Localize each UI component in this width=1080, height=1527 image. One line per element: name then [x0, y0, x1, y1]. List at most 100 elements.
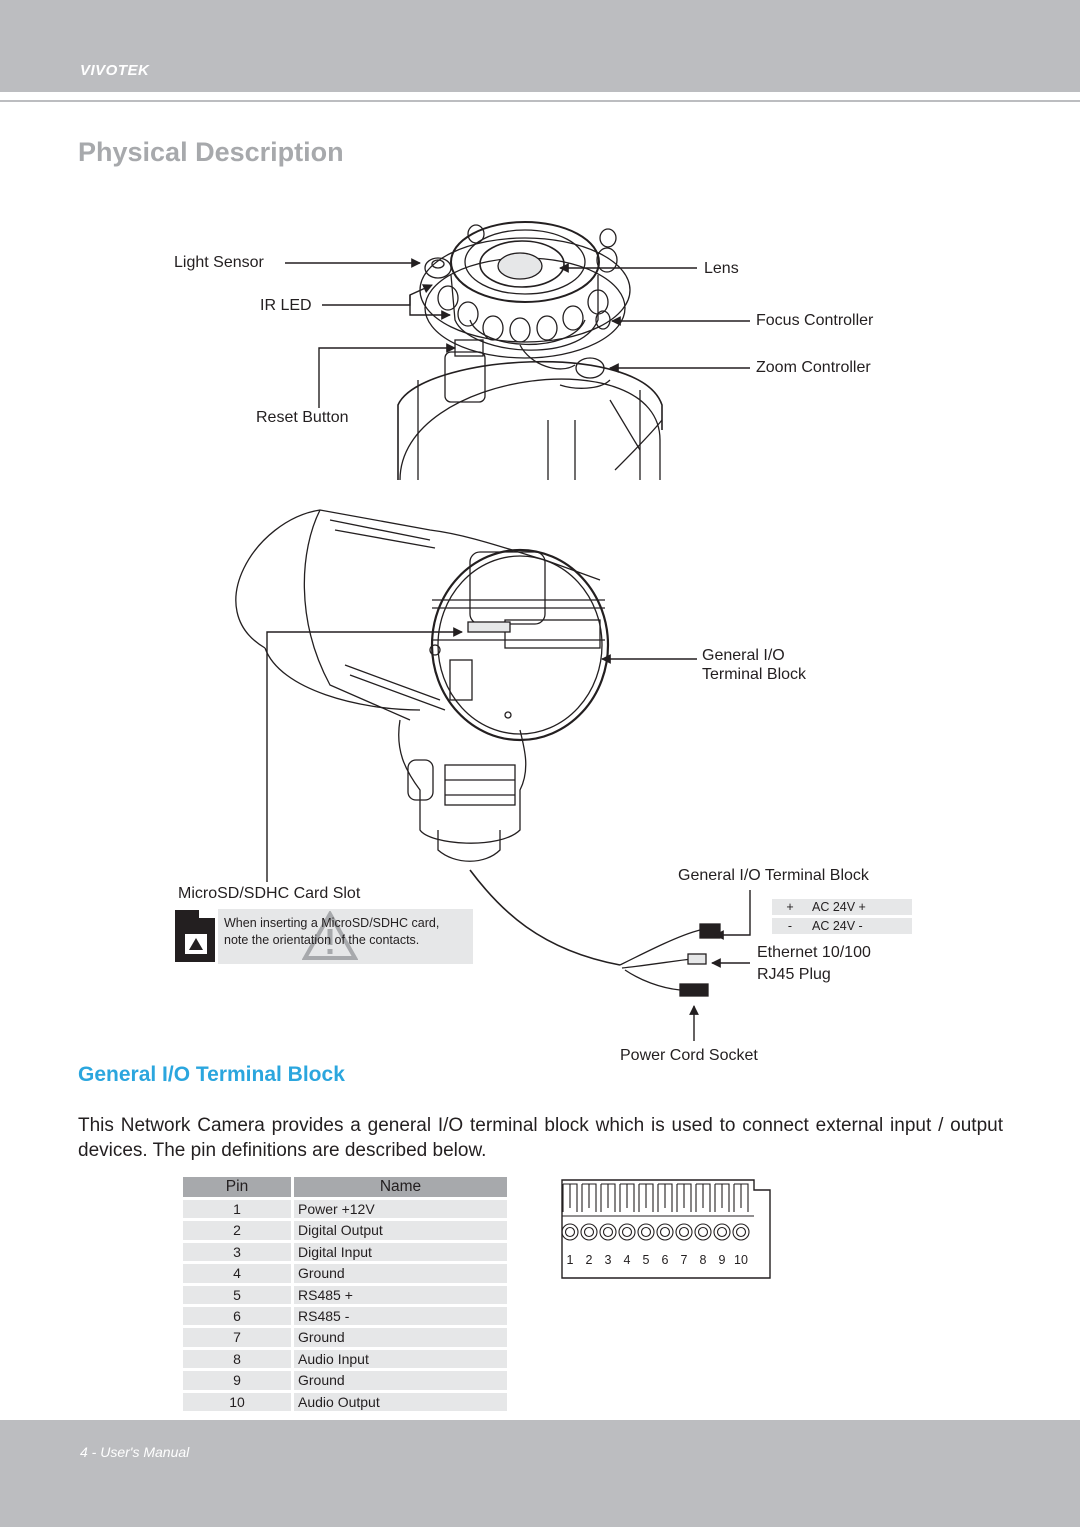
name-cell: Ground: [294, 1264, 507, 1283]
terminal-pin-number: 1: [567, 1253, 574, 1267]
header-band: [0, 0, 1080, 92]
terminal-pin-number: 4: [624, 1253, 631, 1267]
terminal-screw: [580, 1223, 598, 1241]
page-title: Physical Description: [78, 137, 344, 167]
terminal-slot: [619, 1183, 635, 1212]
name-cell: Digital Input: [294, 1242, 507, 1262]
microsd-card-icon: [175, 910, 215, 962]
terminal-screw: [599, 1223, 617, 1241]
terminal-pin-number: 8: [700, 1253, 707, 1267]
terminal-pin-number: 7: [681, 1253, 688, 1267]
name-cell: Audio Output: [294, 1392, 507, 1412]
name-cell: Digital Output: [294, 1221, 507, 1240]
notice-text: When inserting a MicroSD/SDHC card, note…: [224, 915, 439, 949]
terminal-slot: [581, 1183, 597, 1212]
name-cell: Ground: [294, 1371, 507, 1390]
pin-cell: 4: [183, 1264, 291, 1283]
pin-cell: 9: [183, 1371, 291, 1390]
reset-button-label: Reset Button: [256, 409, 349, 426]
terminal-slot: [714, 1183, 730, 1212]
ac-terminal-label: AC 24V -: [812, 919, 863, 933]
section-heading: General I/O Terminal Block: [78, 1063, 345, 1086]
notice-line-2: note the orientation of the contacts.: [224, 932, 420, 947]
column-header-pin: Pin: [183, 1177, 291, 1197]
pin-cell: 10: [183, 1392, 291, 1412]
power-cord-label: Power Cord Socket: [620, 1047, 758, 1064]
general-io-block-label: General I/O Terminal Block: [678, 867, 869, 884]
terminal-screw: [561, 1223, 579, 1241]
terminal-screw: [713, 1223, 731, 1241]
footer-page-label: 4 - User's Manual: [80, 1444, 190, 1460]
ac-terminal-row: + AC 24V +: [772, 899, 912, 915]
terminal-slot: [638, 1183, 654, 1212]
ethernet-label-line1: Ethernet 10/100: [757, 944, 871, 961]
terminal-screw-head: [621, 1226, 633, 1238]
terminal-slot: [562, 1183, 578, 1212]
terminal-slot: [676, 1183, 692, 1212]
terminal-screw-head: [564, 1226, 576, 1238]
pin-cell: 6: [183, 1307, 291, 1326]
terminal-pin-number: 2: [586, 1253, 593, 1267]
terminal-pin-number: 10: [734, 1253, 748, 1267]
ac-terminal-row: - AC 24V -: [772, 918, 912, 934]
lens-label: Lens: [704, 260, 739, 277]
orientation-notice: When inserting a MicroSD/SDHC card, note…: [218, 909, 473, 964]
warning-icon: [302, 911, 358, 960]
terminal-pin-number: 3: [605, 1253, 612, 1267]
terminal-screw: [694, 1223, 712, 1241]
name-cell: RS485 -: [294, 1307, 507, 1326]
terminal-screw-head: [716, 1226, 728, 1238]
terminal-screw-head: [659, 1226, 671, 1238]
terminal-slot: [695, 1183, 711, 1212]
notice-line-1: When inserting a MicroSD/SDHC card,: [224, 916, 440, 930]
terminal-screw: [637, 1223, 655, 1241]
terminal-screw-head: [602, 1226, 614, 1238]
ethernet-label-line2: RJ45 Plug: [757, 966, 831, 983]
name-cell: Ground: [294, 1328, 507, 1347]
general-io-label-line1: General I/O: [702, 647, 785, 664]
terminal-slot: [733, 1183, 749, 1212]
light-sensor-label: Light Sensor: [174, 254, 264, 271]
ac-terminal-sign: +: [786, 900, 794, 914]
terminal-pin-number: 5: [643, 1253, 650, 1267]
terminal-screw-head: [735, 1226, 747, 1238]
brand-logo: VIVOTEK: [80, 62, 150, 79]
pin-cell: 3: [183, 1242, 291, 1262]
terminal-screw-head: [678, 1226, 690, 1238]
name-cell: RS485 +: [294, 1285, 507, 1305]
camera-illustration: [235, 221, 751, 1041]
footer-band: [0, 1420, 1080, 1527]
terminal-screw: [675, 1223, 693, 1241]
column-header-name: Name: [294, 1177, 507, 1197]
terminal-screw: [656, 1223, 674, 1241]
terminal-screw-head: [697, 1226, 709, 1238]
header-divider: [0, 100, 1080, 102]
terminal-screw: [618, 1223, 636, 1241]
pin-cell: 1: [183, 1200, 291, 1219]
terminal-screw-head: [583, 1226, 595, 1238]
ir-led-label: IR LED: [260, 297, 312, 314]
general-io-label-line2: Terminal Block: [702, 666, 807, 683]
table-header-row: Pin Name: [183, 1177, 507, 1197]
microsd-slot-label: MicroSD/SDHC Card Slot: [178, 885, 361, 902]
pin-cell: 5: [183, 1285, 291, 1305]
terminal-slot: [600, 1183, 616, 1212]
name-cell: Audio Input: [294, 1349, 507, 1369]
zoom-controller-label: Zoom Controller: [756, 359, 871, 376]
ac-terminal-sign: -: [787, 919, 793, 933]
ac-terminal-label: AC 24V +: [812, 900, 866, 914]
name-cell: Power +12V: [294, 1200, 507, 1219]
terminal-pin-number: 6: [662, 1253, 669, 1267]
terminal-screw: [732, 1223, 750, 1241]
intro-paragraph: This Network Camera provides a general I…: [78, 1115, 1003, 1161]
